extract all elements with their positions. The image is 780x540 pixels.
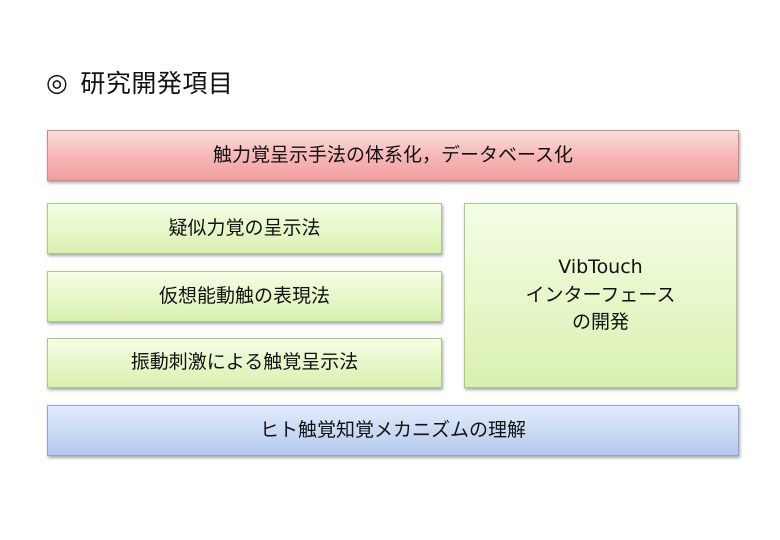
box-virtual-active-touch: 仮想能動触の表現法 [47,271,442,322]
box-systematization: 触力覚呈示手法の体系化，データベース化 [47,130,739,181]
box-vibration-stimulus-label: 振動刺激による触覚呈示法 [130,351,359,374]
box-vibration-stimulus: 振動刺激による触覚呈示法 [47,338,442,388]
box-human-perception-label: ヒト触覚知覚メカニズムの理解 [259,418,526,441]
box-pseudo-force-label: 疑似力覚の呈示法 [168,216,321,239]
box-virtual-active-touch-label: 仮想能動触の表現法 [158,284,330,307]
vibtouch-line-1: VibTouch [558,256,643,279]
vibtouch-line-2: インターフェース [525,283,676,306]
slide-title: ◎ 研究開発項目 [46,62,233,102]
box-pseudo-force: 疑似力覚の呈示法 [47,203,442,254]
vibtouch-line-3: の開発 [571,311,629,334]
box-human-perception: ヒト触覚知覚メカニズムの理解 [47,405,739,456]
box-systematization-label: 触力覚呈示手法の体系化，データベース化 [212,143,574,166]
slide-title-text: 研究開発項目 [80,69,234,98]
box-vibtouch-interface: VibTouch インターフェース の開発 [464,203,737,388]
double-circle-icon: ◎ [46,67,69,97]
